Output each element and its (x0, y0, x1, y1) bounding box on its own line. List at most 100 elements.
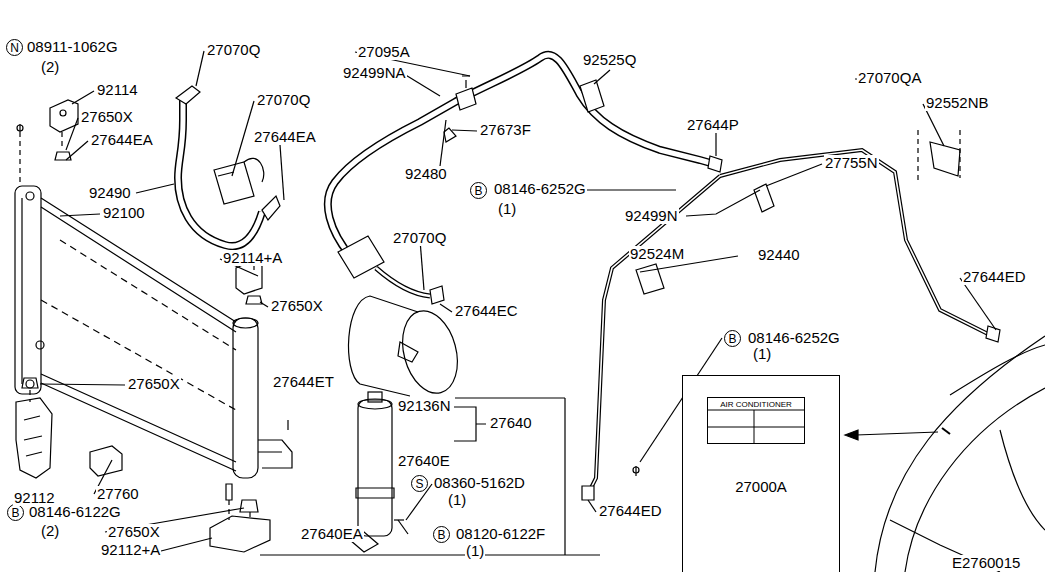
brackets-and-nuts-part (20, 132, 254, 520)
vehicle-outline-part (905, 388, 1045, 572)
part-number: 92524M (629, 246, 685, 262)
part-number: 27760 (96, 486, 140, 502)
condenser-part (233, 318, 258, 478)
grid-line (708, 410, 804, 443)
leader-lines-part (404, 74, 440, 96)
part-number: 27644ED (962, 269, 1027, 285)
brackets-and-nuts (16, 100, 270, 552)
receiver-drier-part (358, 400, 392, 536)
part-number: 92525Q (582, 52, 637, 68)
compressor-part (349, 296, 418, 396)
quantity: (1) (497, 201, 517, 217)
part-number: 08360-5162D (433, 475, 526, 491)
part-number: 27070Q (256, 92, 311, 108)
part-number: 92490 (88, 185, 132, 201)
pipe-92440-part (633, 467, 639, 473)
hoses-part (456, 88, 476, 110)
circle-letter: B (437, 529, 445, 541)
part-number: 08146-6252G (493, 181, 587, 197)
label-panel: 27000A AIR CONDITIONER (682, 375, 840, 572)
hoses-part (430, 286, 444, 304)
hoses-part (218, 158, 264, 182)
circle-letter: N (10, 42, 19, 54)
quantity: (1) (447, 492, 467, 508)
circle-letter: B (728, 333, 736, 345)
leader-lines-part (66, 141, 88, 160)
part-number: 92114+A (222, 250, 283, 266)
condenser-part (26, 380, 34, 388)
brackets-and-nuts-part (210, 516, 270, 552)
part-number: 92136N (397, 398, 452, 414)
condenser-part (41, 240, 236, 410)
part-number: 27070Q (392, 230, 447, 246)
part-number: 92480 (404, 166, 448, 182)
part-number: 27644ET (272, 374, 335, 390)
vehicle-outline-part (950, 345, 1045, 395)
pipe-92440-part (580, 80, 604, 112)
part-number: 27650X (80, 109, 134, 125)
part-number: 27640 (489, 415, 533, 431)
part-number: 27644EA (253, 129, 317, 145)
part-number: 27644EC (454, 303, 519, 319)
part-number: 27650X (127, 376, 181, 392)
vehicle-outline-part (875, 336, 1045, 572)
leader-lines-part (588, 500, 596, 512)
receiver-drier (258, 392, 600, 555)
part-number: 27000A (683, 479, 839, 495)
part-number: 27070QA (857, 70, 922, 86)
part-number: 08120-6122F (455, 526, 546, 542)
part-number: E2760015 (951, 555, 1021, 571)
leader-lines-part (444, 128, 456, 142)
hoses-part (328, 55, 714, 258)
part-number: 92100 (102, 205, 146, 221)
brackets-and-nuts-part (22, 378, 38, 388)
circled-letter: S (411, 475, 428, 492)
quantity: (2) (40, 59, 60, 75)
part-number: 92499N (624, 208, 679, 224)
receiver-drier-part (258, 440, 292, 468)
condenser-part (36, 341, 44, 349)
pipe-92440 (580, 80, 1000, 500)
leader-lines-part (40, 384, 125, 385)
part-number: 08146-6252G (747, 330, 841, 346)
part-number: 27650X (107, 524, 161, 540)
part-number: 92440 (757, 247, 801, 263)
part-number: 27650X (270, 298, 324, 314)
part-number: 27095A (357, 44, 411, 60)
hoses-part (178, 96, 262, 246)
leader-lines-part (960, 278, 996, 330)
part-number: 27640EA (300, 526, 364, 542)
circled-letter: B (724, 330, 741, 347)
leader-lines-part (594, 70, 610, 84)
circled-letter: N (6, 39, 23, 56)
part-number: 08146-6122G (28, 504, 122, 520)
pipe-92440-part (918, 130, 960, 180)
condenser-part (233, 318, 258, 328)
pointer-arrow-part (856, 432, 938, 435)
circled-letter: B (433, 526, 450, 543)
quantity: (2) (40, 523, 60, 539)
leader-lines-part (686, 190, 760, 216)
label-heading: AIR CONDITIONER (708, 400, 804, 409)
brackets-and-nuts-part (17, 125, 23, 131)
brackets-and-nuts-part (246, 296, 262, 304)
vehicle-outline-part (1000, 430, 1045, 530)
leader-lines-part (72, 91, 94, 104)
receiver-drier-part (287, 420, 288, 430)
brackets-and-nuts-part (240, 500, 258, 512)
receiver-drier-part (454, 407, 486, 441)
circle-letter: S (415, 478, 423, 490)
part-number: 92112+A (100, 542, 161, 558)
pipe-92440-part (582, 486, 594, 500)
leader-lines (40, 51, 996, 551)
brackets-and-nuts-part (24, 416, 42, 456)
leader-lines-part (440, 304, 452, 312)
receiver-drier-part (356, 488, 394, 498)
leader-lines-part (60, 214, 100, 216)
condenser-part (21, 198, 22, 384)
hoses-part (708, 156, 722, 172)
hoses-part (176, 86, 200, 104)
brackets-and-nuts-part (226, 484, 232, 500)
brackets-and-nuts-part (50, 100, 78, 132)
